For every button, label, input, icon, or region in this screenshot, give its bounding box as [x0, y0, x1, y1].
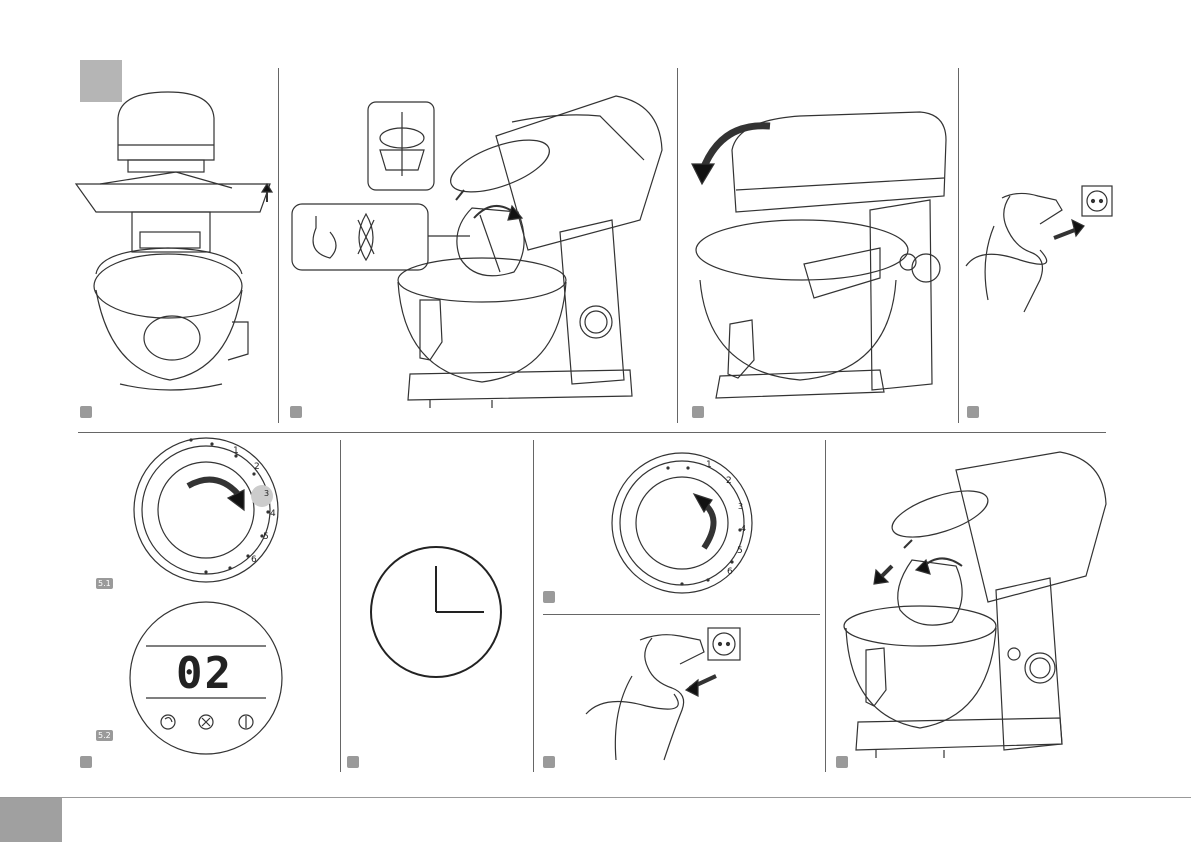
step-number-badge: [692, 406, 704, 418]
step-number-badge: [836, 756, 848, 768]
divider: [340, 440, 341, 772]
step-number-badge: [967, 406, 979, 418]
dial-number-6: 6: [727, 567, 733, 577]
page-footer: [0, 797, 1191, 842]
dial-number-5: 5: [263, 532, 269, 542]
timer-display: 02: [176, 648, 233, 699]
step-number-badge: [80, 406, 92, 418]
dial-number-5: 5: [737, 546, 743, 556]
chapter-marker: [80, 60, 122, 102]
step-number-badge: [290, 406, 302, 418]
divider: [543, 614, 820, 615]
divider: [278, 68, 279, 423]
divider: [533, 440, 534, 772]
divider: [677, 68, 678, 423]
dial-number-1: 1: [233, 446, 239, 456]
sub-step-label: 5.1: [96, 578, 113, 589]
step-number-badge: [543, 756, 555, 768]
dial-number-3: 3: [264, 489, 269, 498]
step-number-badge: [80, 756, 92, 768]
dial-number-2: 2: [726, 476, 732, 486]
divider: [958, 68, 959, 423]
step-number-badge: [543, 591, 555, 603]
divider: [78, 432, 1106, 433]
page-number-block: [0, 798, 62, 842]
dial-number-6: 6: [251, 555, 257, 565]
dial-number-1: 1: [706, 460, 712, 470]
dial-number-2: 2: [254, 462, 260, 472]
dial-number-4: 4: [270, 509, 276, 519]
sub-step-label: 5.2: [96, 730, 113, 741]
divider: [825, 440, 826, 772]
dial-number-4: 4: [741, 524, 746, 533]
step-number-badge: [347, 756, 359, 768]
dial-number-3: 3: [738, 502, 743, 511]
